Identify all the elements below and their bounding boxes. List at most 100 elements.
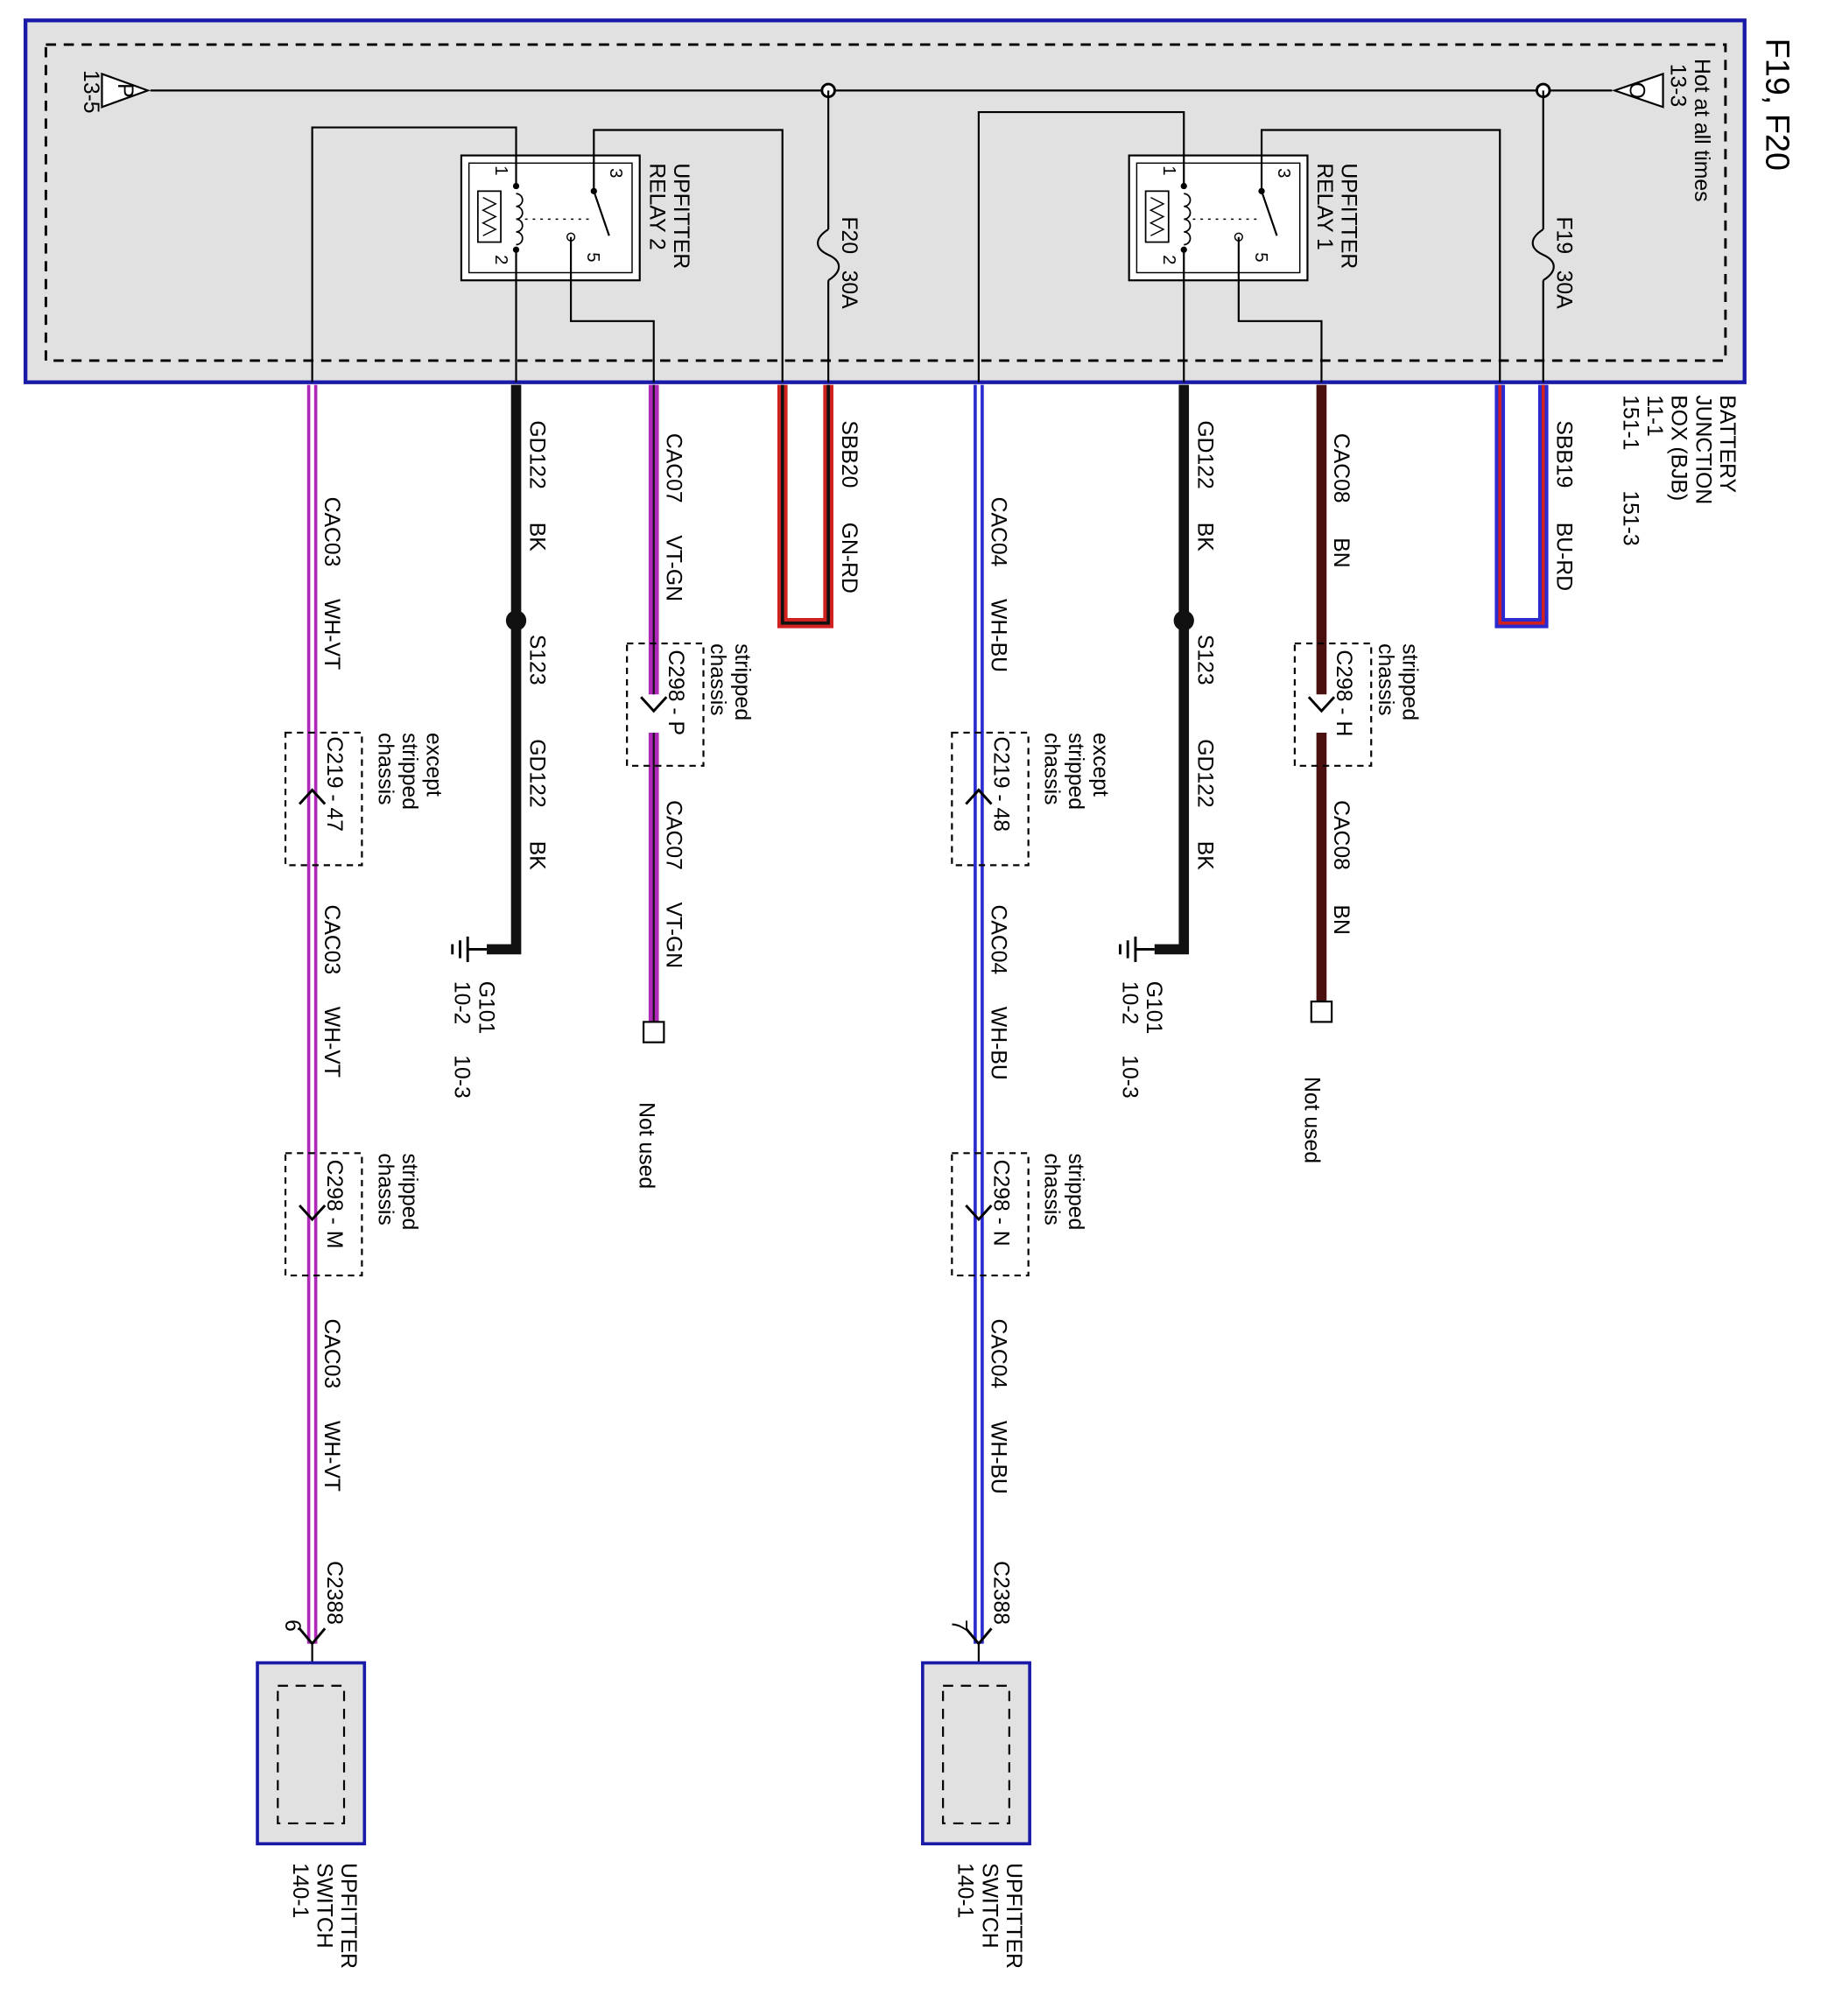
cac03-color-2: WH-VT bbox=[320, 1007, 343, 1078]
wire-gd122-2[interactable] bbox=[487, 384, 527, 955]
connector-c298-h[interactable] bbox=[1293, 642, 1373, 767]
relay-1-pin-2: 2 bbox=[1159, 255, 1178, 264]
bjb-name-2: JUNCTION bbox=[1691, 395, 1714, 504]
upfitter-switch-left[interactable] bbox=[256, 1661, 367, 1846]
sbb19-circuit: SBB19 bbox=[1552, 420, 1576, 488]
ground-g101-1-ref2: 10-3 bbox=[1117, 1055, 1141, 1099]
ground-g101-2-ref2: 10-3 bbox=[450, 1055, 474, 1099]
switch-left-line2: SWITCH bbox=[312, 1863, 335, 1949]
hot-label: Hot at all times bbox=[1690, 59, 1713, 202]
upfitter-relay-2[interactable] bbox=[460, 154, 641, 282]
bjb-internal-wiring bbox=[311, 111, 1501, 383]
connector-c219-47[interactable] bbox=[284, 731, 363, 867]
not-used-1: Not used bbox=[1300, 1077, 1324, 1163]
offpage-connector-o[interactable]: O bbox=[1611, 72, 1664, 109]
c219-47-label: C219 - 47 bbox=[322, 736, 346, 832]
offpage-ref-o: 13-3 bbox=[1665, 64, 1689, 108]
bjb-ref-3: 151-3 bbox=[1618, 490, 1642, 545]
cac08-circuit-2: CAC08 bbox=[1329, 800, 1353, 870]
except-stripped-1c: chassis bbox=[1040, 733, 1064, 804]
except-stripped-2c: chassis bbox=[373, 733, 397, 804]
cac07-color-2: VT-GN bbox=[661, 903, 685, 969]
c298-m-label: C298 - M bbox=[322, 1160, 346, 1249]
not-used-2: Not used bbox=[635, 1102, 658, 1189]
cac03-color-3: WH-VT bbox=[320, 1421, 343, 1492]
sbb20-circuit: SBB20 bbox=[837, 420, 861, 488]
wire-sbb19[interactable] bbox=[1494, 384, 1549, 629]
gd122-2-circuit: GD122 bbox=[525, 420, 549, 488]
fuse-f19-icon[interactable] bbox=[1531, 228, 1555, 282]
bjb-name-3: BOX (BJB) bbox=[1667, 395, 1691, 501]
except-stripped-1b: stripped bbox=[1064, 733, 1087, 810]
cac04-circuit-2: CAC04 bbox=[986, 904, 1009, 974]
stripped-chassis-3b: chassis bbox=[1040, 1153, 1064, 1225]
switch-pin-7: 7 bbox=[946, 1619, 970, 1632]
stripped-chassis-4a: stripped bbox=[397, 1153, 421, 1230]
gd122-2-color: BK bbox=[525, 523, 549, 551]
splice-s123-2: S123 bbox=[525, 635, 549, 685]
ground-g101-1-ref1: 10-2 bbox=[1117, 981, 1141, 1025]
sbb19-color: BU-RD bbox=[1552, 523, 1576, 591]
relay-2-pin-1: 1 bbox=[491, 165, 510, 175]
wire-gd122-1[interactable] bbox=[1154, 384, 1194, 955]
c2388-pin7-arrow bbox=[965, 1627, 993, 1646]
gd122-1-color-2: BK bbox=[1192, 841, 1216, 870]
cac04-color-3: WH-BU bbox=[986, 1421, 1009, 1494]
offpage-letter: P bbox=[113, 83, 137, 97]
switch-right-ref: 140-1 bbox=[953, 1863, 977, 1918]
switch-left-line1: UPFITTER bbox=[336, 1863, 360, 1969]
c298-p-label: C298 - P bbox=[664, 650, 687, 735]
switch-right-line1: UPFITTER bbox=[1002, 1863, 1025, 1969]
cac03-circuit: CAC03 bbox=[320, 497, 343, 567]
stripped-chassis-4b: chassis bbox=[373, 1153, 397, 1225]
cac08-circuit: CAC08 bbox=[1329, 433, 1353, 503]
relay-1-pin-1: 1 bbox=[1159, 165, 1178, 175]
ground-g101-1-icon bbox=[1119, 936, 1155, 962]
relay-1-label-2: RELAY 1 bbox=[1312, 163, 1336, 249]
connector-c298-p[interactable] bbox=[626, 642, 705, 767]
fuse-f20-icon[interactable] bbox=[817, 228, 840, 282]
cac08-color-2: BN bbox=[1329, 904, 1353, 934]
relay-1-pin-5: 5 bbox=[1251, 252, 1270, 262]
cac04-circuit: CAC04 bbox=[986, 497, 1009, 567]
page-title: F19, F20 bbox=[1758, 39, 1795, 171]
cac03-circuit-3: CAC03 bbox=[320, 1319, 343, 1389]
except-stripped-2b: stripped bbox=[397, 733, 421, 810]
gd122-1-circuit-2: GD122 bbox=[1192, 739, 1216, 807]
relay-1-pin-3: 3 bbox=[1274, 168, 1293, 178]
ground-g101-2-name: G101 bbox=[474, 981, 497, 1035]
c219-48-label: C219 - 48 bbox=[988, 736, 1012, 832]
c298-n-label: C298 - N bbox=[988, 1160, 1012, 1247]
ground-g101-2-icon bbox=[451, 936, 488, 962]
c298-h-label: C298 - H bbox=[1332, 650, 1355, 736]
gd122-1-color: BK bbox=[1192, 523, 1216, 551]
cac04-color: WH-BU bbox=[986, 599, 1009, 672]
cac03-circuit-2: CAC03 bbox=[320, 904, 343, 974]
stripped-chassis-2a: stripped bbox=[730, 643, 754, 720]
bjb-name-1: BATTERY bbox=[1715, 395, 1739, 493]
bjb-label: BATTERY JUNCTION BOX (BJB) 11-1 151-1 15… bbox=[1618, 395, 1739, 545]
wire-sbb20[interactable] bbox=[777, 384, 833, 629]
relay-1-label-1: UPFITTER bbox=[1337, 163, 1360, 269]
upfitter-switch-right[interactable] bbox=[921, 1661, 1031, 1846]
cac03-color: WH-VT bbox=[320, 599, 343, 670]
cac04-color-2: WH-BU bbox=[986, 1007, 1009, 1080]
stripped-chassis-3a: stripped bbox=[1064, 1153, 1087, 1230]
relay-2-pin-3: 3 bbox=[606, 168, 625, 178]
switch-right-line2: SWITCH bbox=[977, 1863, 1001, 1949]
relay-2-pin-5: 5 bbox=[583, 252, 602, 262]
c2388-label-left: C2388 bbox=[322, 1561, 346, 1625]
fuse-f20-rating: 30A bbox=[837, 270, 861, 310]
stripped-chassis-2b: chassis bbox=[706, 643, 729, 715]
fuse-f19-rating: 30A bbox=[1552, 270, 1576, 310]
offpage-connector-p[interactable]: P bbox=[101, 72, 151, 109]
cac07-circuit-2: CAC07 bbox=[661, 800, 685, 870]
cac07-circuit: CAC07 bbox=[661, 433, 685, 503]
offpage-ref-p: 13-5 bbox=[79, 70, 102, 114]
relay-2-label-2: RELAY 2 bbox=[644, 163, 668, 249]
switch-pin-6: 6 bbox=[280, 1619, 304, 1632]
upfitter-relay-1[interactable] bbox=[1128, 154, 1309, 282]
gd122-1-circuit: GD122 bbox=[1192, 420, 1216, 488]
